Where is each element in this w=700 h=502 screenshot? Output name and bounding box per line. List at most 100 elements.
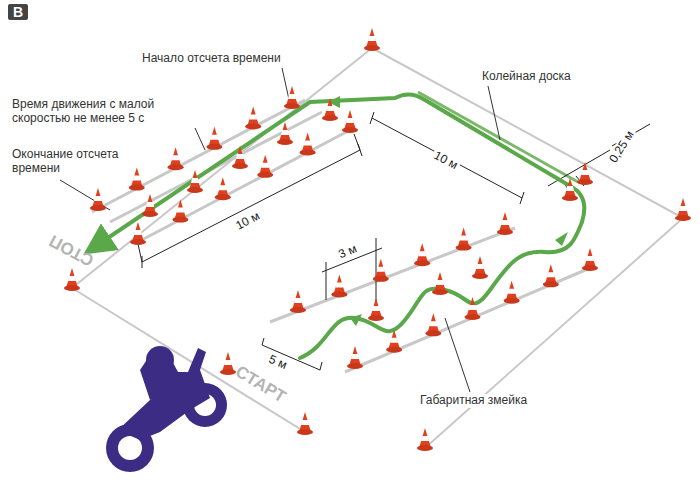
cone-base — [300, 149, 316, 155]
dimension-label: 0,25 м — [606, 127, 638, 167]
cone-stripe — [146, 202, 154, 207]
cone-base — [373, 276, 389, 282]
cone-base — [187, 187, 203, 193]
cone-base — [206, 144, 222, 150]
cone-stripe — [304, 140, 312, 145]
cone-base — [277, 139, 293, 145]
cone-stripe — [335, 282, 343, 287]
motorcyclist — [106, 346, 227, 472]
cone-stripe — [418, 251, 426, 256]
ground-marking: СТОП — [46, 231, 97, 270]
callout-label: Окончание отсчета времени — [10, 148, 132, 176]
cone-stripe — [351, 354, 359, 359]
cone-stripe — [429, 321, 437, 326]
cone-base — [168, 164, 184, 170]
cone-stripe — [294, 298, 302, 303]
cones — [64, 28, 691, 451]
cone-base — [215, 194, 231, 200]
cone-base — [342, 127, 358, 133]
callout-label: Начало отсчета времени — [140, 52, 283, 66]
cone-stripe — [236, 154, 244, 159]
cone-stripe — [172, 155, 180, 160]
dimension-label: 10 м — [232, 209, 264, 235]
cone-base — [386, 347, 402, 353]
cone-stripe — [261, 163, 269, 168]
cone-stripe — [94, 196, 102, 201]
cone-stripe — [134, 230, 142, 235]
cone-base — [675, 215, 691, 221]
callout-label: Колейная доска — [480, 70, 573, 84]
cone-base — [425, 330, 441, 336]
cone-stripe — [460, 236, 468, 241]
dimension-label: 3 м — [335, 242, 361, 263]
cone-base — [322, 115, 338, 121]
cone-base — [456, 245, 472, 251]
cone-base — [290, 307, 306, 313]
route-arrow — [350, 314, 362, 326]
cone-base — [245, 123, 261, 129]
cone-base — [497, 229, 513, 235]
cone-base — [472, 273, 488, 279]
cone-base — [172, 217, 188, 223]
cone-stripe — [508, 289, 516, 294]
cone-base — [347, 363, 363, 369]
cone-stripe — [249, 114, 257, 119]
cone-base — [368, 315, 384, 321]
cone-base — [417, 445, 433, 451]
cone-stripe — [210, 135, 218, 140]
cone-stripe — [547, 272, 555, 277]
cone-stripe — [566, 186, 574, 191]
cone-stripe — [133, 176, 141, 181]
cone-stripe — [501, 220, 509, 225]
cone-stripe — [301, 420, 309, 425]
cone-base — [90, 205, 106, 211]
cone-stripe — [326, 106, 334, 111]
cone-base — [284, 103, 300, 109]
cone-base — [465, 314, 481, 320]
cone-base — [297, 429, 313, 435]
cone-stripe — [288, 94, 296, 99]
track-board — [418, 92, 578, 182]
cone-base — [543, 281, 559, 287]
cone-stripe — [224, 360, 232, 365]
cone-base — [130, 239, 146, 245]
cone-base — [364, 45, 380, 51]
cone-stripe — [281, 130, 289, 135]
cone-base — [414, 260, 430, 266]
cone-stripe — [372, 306, 380, 311]
corner-badge: В — [8, 4, 28, 20]
snake-lines — [270, 228, 590, 372]
cone-stripe — [68, 276, 76, 281]
cone-base — [64, 285, 80, 291]
cone-stripe — [377, 267, 385, 272]
cone-stripe — [436, 280, 444, 285]
cone-base — [129, 185, 145, 191]
cone-stripe — [469, 305, 477, 310]
cone-base — [432, 289, 448, 295]
callout-label: Время движения с малой скоростью не мене… — [10, 98, 204, 126]
cone-base — [331, 291, 347, 297]
cone-base — [142, 211, 158, 217]
cone-stripe — [191, 178, 199, 183]
dimension-label: 10 м — [430, 148, 462, 174]
cone-stripe — [390, 338, 398, 343]
cone-base — [582, 265, 598, 271]
cone-stripe — [368, 36, 376, 41]
cone-base — [257, 172, 273, 178]
cone-stripe — [476, 264, 484, 269]
cone-stripe — [581, 170, 589, 175]
cone-base — [577, 179, 593, 185]
cone-stripe — [219, 185, 227, 190]
route-path — [90, 94, 584, 358]
cone-base — [504, 298, 520, 304]
cone-stripe — [679, 206, 687, 211]
cone-base — [232, 163, 248, 169]
cone-stripe — [176, 208, 184, 213]
cone-stripe — [346, 118, 354, 123]
cone-base — [562, 195, 578, 201]
cone-stripe — [421, 436, 429, 441]
route-arrow — [555, 232, 568, 246]
callout-label: Габаритная змейка — [418, 394, 529, 408]
cone-stripe — [586, 256, 594, 261]
